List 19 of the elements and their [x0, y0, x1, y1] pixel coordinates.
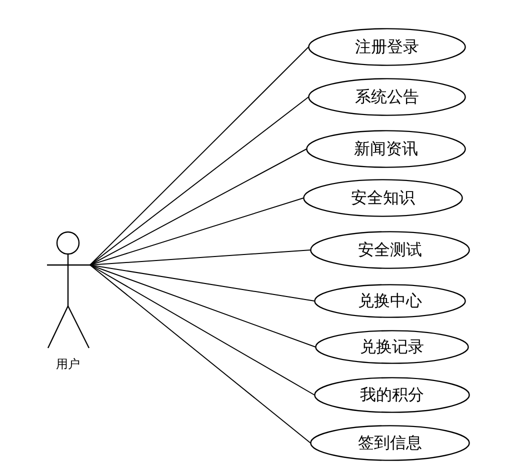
use-case-ellipse: 兑换中心 [314, 284, 466, 318]
association-line [90, 264, 311, 444]
use-case-ellipse: 安全测试 [310, 231, 470, 269]
use-case-ellipse: 注册登录 [308, 28, 466, 66]
association-line [90, 250, 311, 266]
use-case-ellipse: 安全知识 [303, 179, 463, 217]
actor-label: 用户 [55, 356, 81, 373]
association-line [90, 264, 315, 302]
use-case-ellipse: 新闻资讯 [306, 130, 466, 168]
use-case-ellipse: 系统公告 [308, 78, 466, 116]
association-line [90, 96, 309, 266]
association-line [90, 264, 315, 396]
use-case-ellipse: 我的积分 [314, 377, 470, 413]
association-line [90, 198, 304, 266]
association-line [90, 148, 307, 266]
association-line [90, 264, 316, 348]
use-case-ellipse: 签到信息 [310, 425, 470, 461]
association-line [90, 46, 309, 266]
use-case-ellipse: 兑换记录 [315, 330, 469, 364]
